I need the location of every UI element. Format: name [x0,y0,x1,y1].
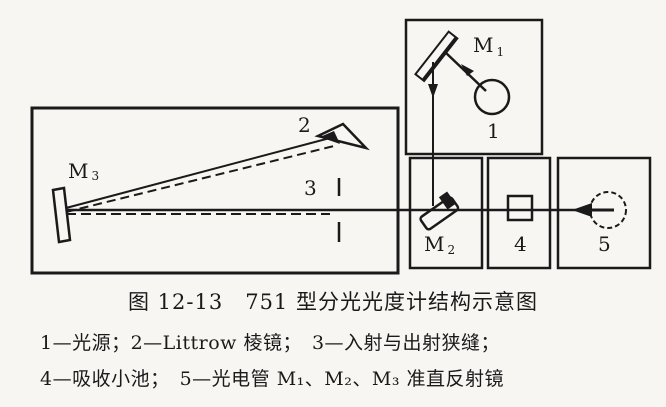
mirror-m2-box [408,156,484,270]
label-cell-4: 4 [514,232,527,256]
label-box-1: 1 [487,119,500,143]
lamp-icon [473,78,511,116]
mirror-m1 [414,30,459,83]
arrow-down-icon [428,84,438,98]
monochromator-housing [30,106,400,275]
beam-m3-to-prism [65,137,331,209]
detector-box [556,156,652,270]
label-slit-3: 3 [304,176,317,200]
label-detector-5: 5 [598,232,611,256]
beam-prism-to-m3 [65,145,335,213]
absorption-cell [506,194,534,222]
mirror-m3 [51,186,72,244]
legend-line-1: 1—光源；2—Littrow 棱镜； 3—入射与出射狭缝； [40,332,501,354]
littrow-prism [314,122,370,151]
arrow-lamp-beam-icon [461,64,474,76]
figure-caption: 图 12-13 751 型分光光度计结构示意图 [128,290,538,314]
absorption-cell-box [486,156,552,270]
mirror-m2 [419,191,460,231]
legend-line-2: 4—吸收小池； 5—光电管 M₁、M₂、M₃ 准直反射镜 [40,368,504,390]
light-source-box [404,18,544,156]
label-prism-2: 2 [298,113,311,137]
